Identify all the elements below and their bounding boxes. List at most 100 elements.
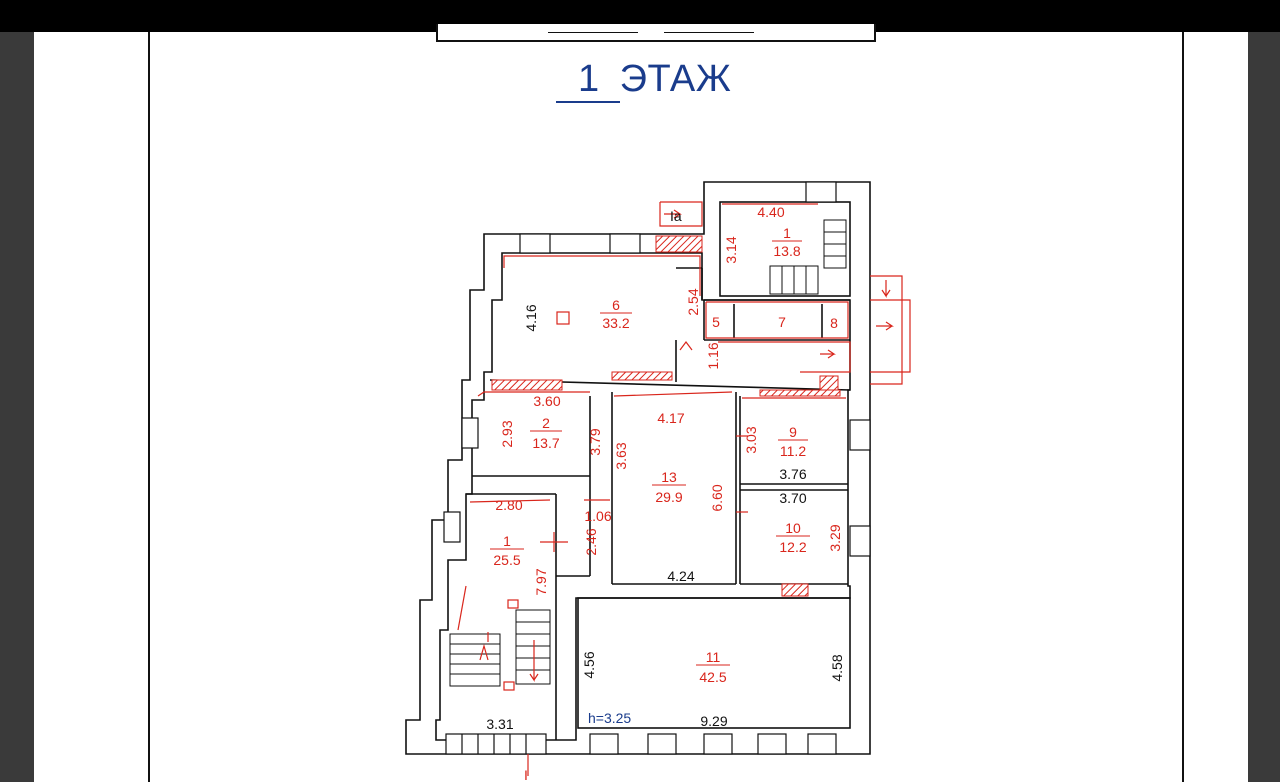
dimension: 6.60 (709, 484, 725, 511)
room-number: 10 (785, 520, 801, 536)
column-mark (503, 681, 515, 691)
dimension: 7.97 (533, 568, 549, 595)
dimension: 1.06 (584, 508, 611, 524)
room-number: 1 (503, 533, 511, 549)
entrance-label: Ia (670, 208, 682, 224)
hatch-block (491, 379, 563, 391)
dimension: 2.54 (685, 288, 701, 315)
window (805, 181, 837, 203)
dimension: 3.60 (533, 393, 560, 409)
floor-number: 1 (556, 58, 620, 103)
outline (457, 585, 467, 631)
room-area: 12.2 (779, 539, 806, 555)
dimension: 3.79 (587, 428, 603, 455)
room-labels: 1 13.8 6 33.2 5 7 8 2 13.7 13 29.9 9 11.… (490, 225, 838, 685)
room-area: 13.7 (532, 435, 559, 451)
room-number: 7 (778, 314, 786, 330)
dimension: 3.63 (613, 442, 629, 469)
dimension: 2.46 (583, 528, 599, 555)
floor-word: ЭТАЖ (619, 58, 732, 100)
window (849, 525, 871, 557)
hatch-block (819, 375, 839, 391)
room-number: 11 (706, 649, 721, 665)
dimension: 4.58 (829, 654, 845, 681)
dimension: 4.56 (581, 651, 597, 678)
room-area: 11.2 (780, 443, 806, 459)
room-number: 8 (830, 315, 838, 331)
arrow (479, 643, 489, 661)
arrow (664, 209, 682, 219)
dimension: 2.93 (499, 420, 515, 447)
dimension: 3.70 (779, 490, 806, 506)
room-11-wall (577, 597, 851, 729)
room-area: 42.5 (699, 669, 726, 685)
arrow (820, 349, 836, 359)
room-number: 6 (612, 297, 620, 313)
windows (443, 181, 871, 755)
section-label: I (524, 767, 528, 782)
room-area: 25.5 (493, 552, 520, 568)
hatch-block (655, 235, 703, 253)
arrow (679, 341, 693, 351)
stairs-upper (769, 219, 847, 295)
stairs-lower (449, 609, 551, 687)
ceiling-height: h=3.25 (588, 710, 631, 726)
entrance-ia (659, 201, 703, 227)
hatch-block (611, 371, 673, 381)
hatch-block (759, 389, 841, 397)
frame-line-right (1182, 32, 1184, 782)
dimension: 3.29 (827, 524, 843, 551)
outline (613, 391, 733, 397)
walls (405, 181, 871, 755)
outer-wall (405, 181, 871, 755)
red-marks (479, 209, 894, 691)
room-number: 5 (712, 314, 720, 330)
window (849, 419, 871, 451)
room-area: 13.8 (773, 243, 800, 259)
dimension-labels: 4.40 3.14 4.16 2.54 1.16 3.60 2.93 3.79 … (486, 204, 845, 782)
window (445, 733, 547, 755)
title-block-stub (436, 24, 876, 42)
room-number: 13 (661, 469, 677, 485)
outline (705, 301, 849, 339)
outline (718, 341, 851, 373)
outline (503, 255, 701, 296)
dimension: 2.80 (495, 497, 522, 513)
stair-flight (449, 633, 501, 687)
hatched-blocks (491, 235, 841, 597)
dimension: 3.76 (779, 466, 806, 482)
frame-line-left (148, 32, 150, 782)
dimension: 4.16 (523, 304, 539, 331)
room-area: 29.9 (655, 489, 682, 505)
dimension: 3.14 (723, 236, 739, 263)
hatch-block (781, 583, 809, 597)
room-number: 1 (783, 225, 791, 241)
window (589, 733, 619, 755)
outline (477, 391, 590, 397)
window (461, 417, 479, 449)
window (443, 511, 461, 543)
dimension: 4.40 (757, 204, 784, 220)
dimension: 3.03 (743, 426, 759, 453)
dimension: 9.29 (700, 713, 727, 729)
dimension: 1.16 (705, 342, 721, 369)
outline (469, 499, 551, 503)
window (703, 733, 733, 755)
room-number: 9 (789, 424, 797, 440)
drawing-sheet (34, 32, 1248, 782)
dimension: 4.17 (657, 410, 684, 426)
room-1-upper-wall (719, 201, 851, 297)
porch (870, 299, 911, 373)
window (647, 733, 677, 755)
room-area: 33.2 (602, 315, 629, 331)
arrow (881, 280, 891, 298)
window (609, 233, 641, 254)
arrow (876, 321, 894, 331)
column-mark (556, 311, 570, 325)
dimension: 3.31 (486, 716, 513, 732)
window (807, 733, 837, 755)
stair-flight (515, 609, 551, 685)
window (757, 733, 787, 755)
